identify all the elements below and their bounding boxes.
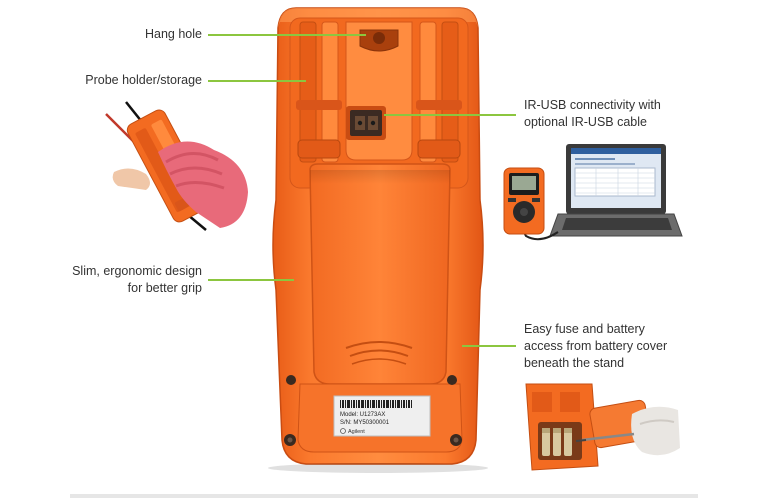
callout-slim-design: Slim, ergonomic design for better grip — [72, 263, 202, 297]
callout-fuse-line3: beneath the stand — [524, 356, 625, 370]
inset-ir-usb-laptop-photo — [503, 144, 683, 241]
bottom-divider — [70, 494, 698, 498]
leader-probe-holder — [208, 80, 306, 82]
callout-ir-line2: optional IR-USB cable — [524, 115, 647, 129]
ir-usb-port — [346, 106, 386, 140]
label-model: Model: U1273AX — [340, 412, 385, 418]
leader-slim-design — [208, 279, 294, 281]
tilt-stand — [309, 163, 451, 385]
screw — [447, 375, 457, 385]
callout-probe-holder-text: Probe holder/storage — [85, 73, 202, 87]
callout-slim-line2: for better grip — [127, 281, 202, 295]
barcode — [340, 400, 412, 408]
label-brand: Agilent — [348, 429, 365, 435]
agilent-logo-icon — [340, 428, 346, 434]
leader-fuse-battery — [462, 345, 516, 347]
inset-probe-storage-photo — [105, 101, 248, 231]
right-probe-holder — [416, 21, 462, 163]
screw — [286, 375, 296, 385]
callout-fuse-line1: Easy fuse and battery — [524, 322, 645, 336]
callout-hang-hole: Hang hole — [145, 26, 202, 43]
callout-ir-line1: IR-USB connectivity with — [524, 98, 661, 112]
callout-fuse-line2: access from battery cover — [524, 339, 668, 353]
callout-hang-hole-text: Hang hole — [145, 27, 202, 41]
callout-slim-line1: Slim, ergonomic design — [72, 264, 202, 278]
callout-fuse-battery: Easy fuse and battery access from batter… — [524, 321, 667, 372]
leader-ir-usb — [384, 114, 516, 116]
left-probe-holder — [296, 21, 342, 163]
callout-probe-holder: Probe holder/storage — [85, 72, 202, 89]
label-serial: S/N: MY50300001 — [340, 420, 390, 426]
leader-hang-hole — [208, 34, 366, 36]
callout-ir-usb: IR-USB connectivity with optional IR-USB… — [524, 97, 661, 131]
inset-battery-access-photo — [525, 383, 680, 471]
